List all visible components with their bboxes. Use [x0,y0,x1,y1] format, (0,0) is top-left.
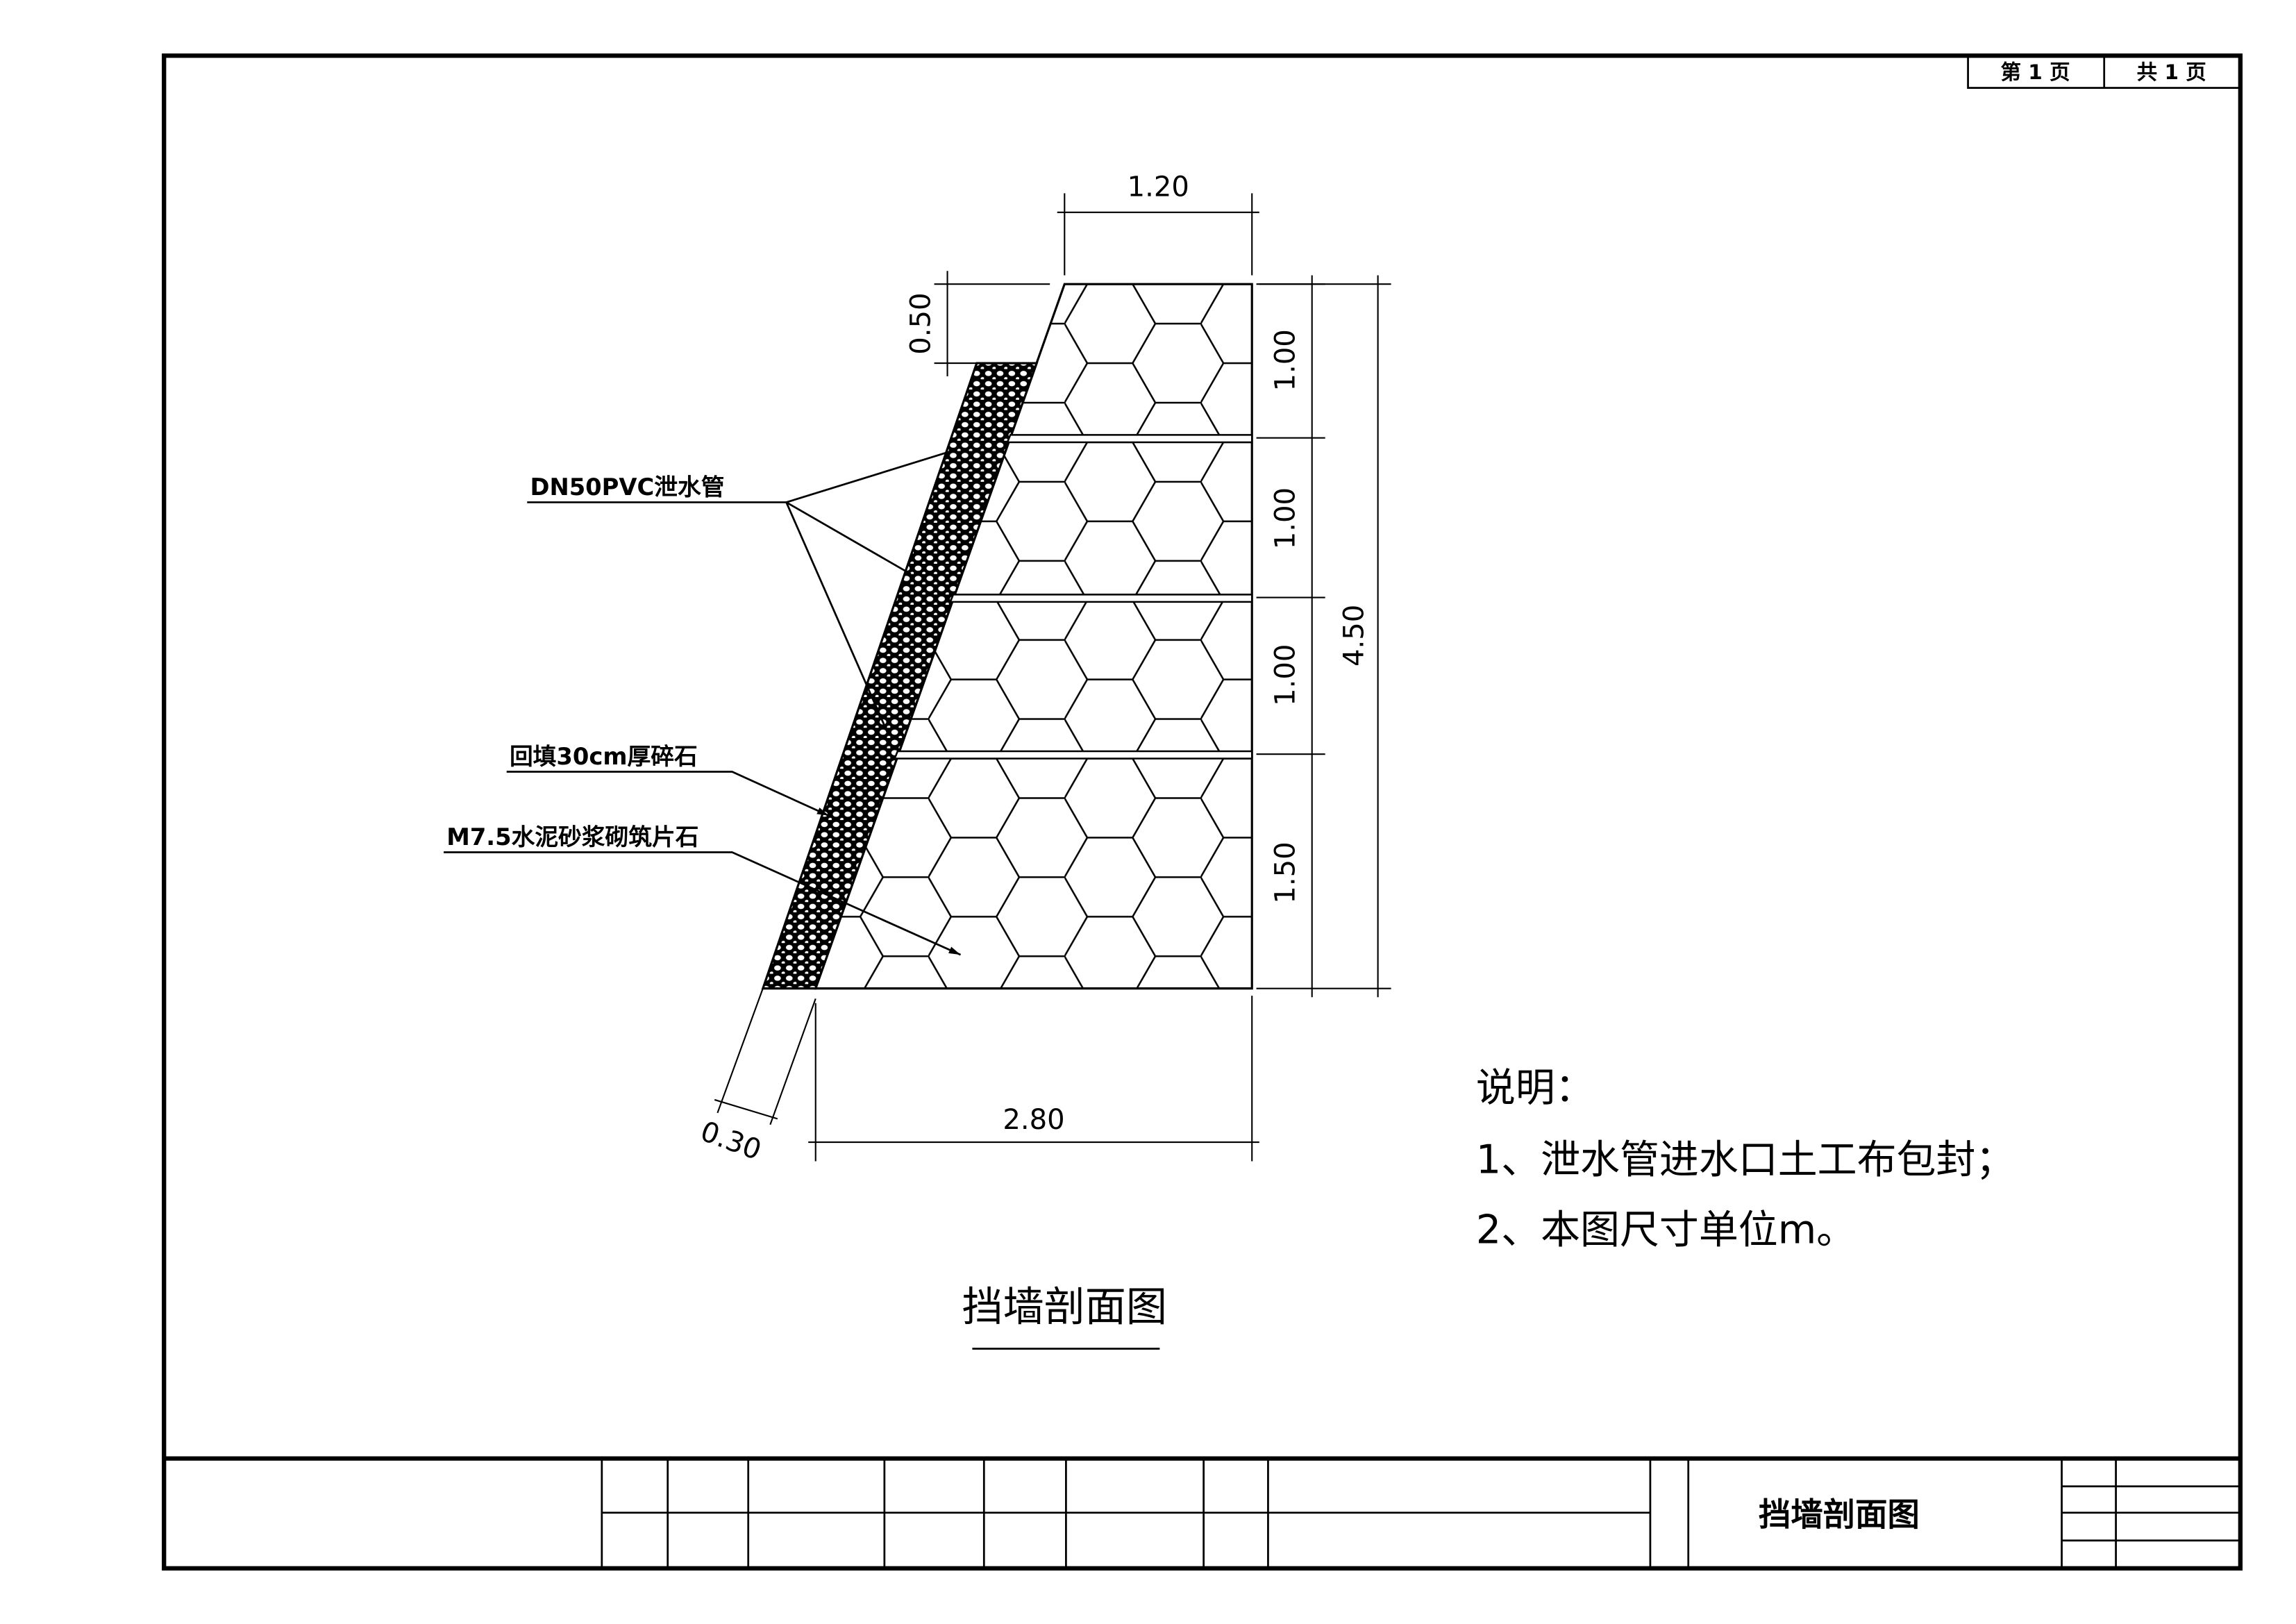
svg-text:1.00: 1.00 [1269,644,1301,706]
page-total: 共 1 页 [2137,60,2206,84]
label-backfill: 回填30cm厚碎石 [506,743,830,817]
notes: 说明： 1、泄水管进水口土工布包封； 2、本图尺寸单位m。 [1476,1065,2015,1253]
label-drain-pipe: DN50PVC泄水管 [527,450,953,733]
sheet-border [162,53,2243,1571]
svg-text:4.50: 4.50 [1339,605,1371,667]
title-block: 挡墙剖面图 [164,1456,2240,1568]
svg-text:1.20: 1.20 [1128,171,1189,203]
svg-text:0.50: 0.50 [905,293,937,355]
svg-text:回填30cm厚碎石: 回填30cm厚碎石 [510,743,698,770]
note-item: 1、泄水管进水口土工布包封； [1476,1137,2015,1182]
dimension-layer-heights: 1.00 1.00 1.00 1.50 [1256,275,1391,998]
svg-text:1.50: 1.50 [1269,842,1301,903]
dimension-backfill-thickness: 0.30 [696,988,816,1167]
page-counter: 第 1 页 共 1 页 [1967,54,2242,89]
dimension-step-height: 0.50 [905,271,1050,377]
notes-heading: 说明： [1476,1065,1595,1111]
gabion-wall-body [814,283,1253,990]
svg-text:2.80: 2.80 [1003,1104,1064,1136]
dimension-top-width: 1.20 [1057,171,1259,276]
drawing-title: 挡墙剖面图 [962,1282,1167,1330]
svg-text:DN50PVC泄水管: DN50PVC泄水管 [530,474,724,501]
svg-text:M7.5水泥砂浆砌筑片石: M7.5水泥砂浆砌筑片石 [446,823,698,851]
svg-text:0.30: 0.30 [696,1116,766,1167]
page-number: 第 1 页 [2001,60,2070,84]
label-masonry: M7.5水泥砂浆砌筑片石 [444,823,962,956]
layer-separators [893,434,1253,760]
svg-text:1.00: 1.00 [1269,329,1301,391]
dimension-total-height: 4.50 [1339,275,1379,998]
svg-text:1.00: 1.00 [1269,487,1301,549]
note-item: 2、本图尺寸单位m。 [1476,1207,1856,1253]
title-block-title: 挡墙剖面图 [1759,1496,1920,1534]
dimension-base-width: 2.80 [808,996,1259,1162]
